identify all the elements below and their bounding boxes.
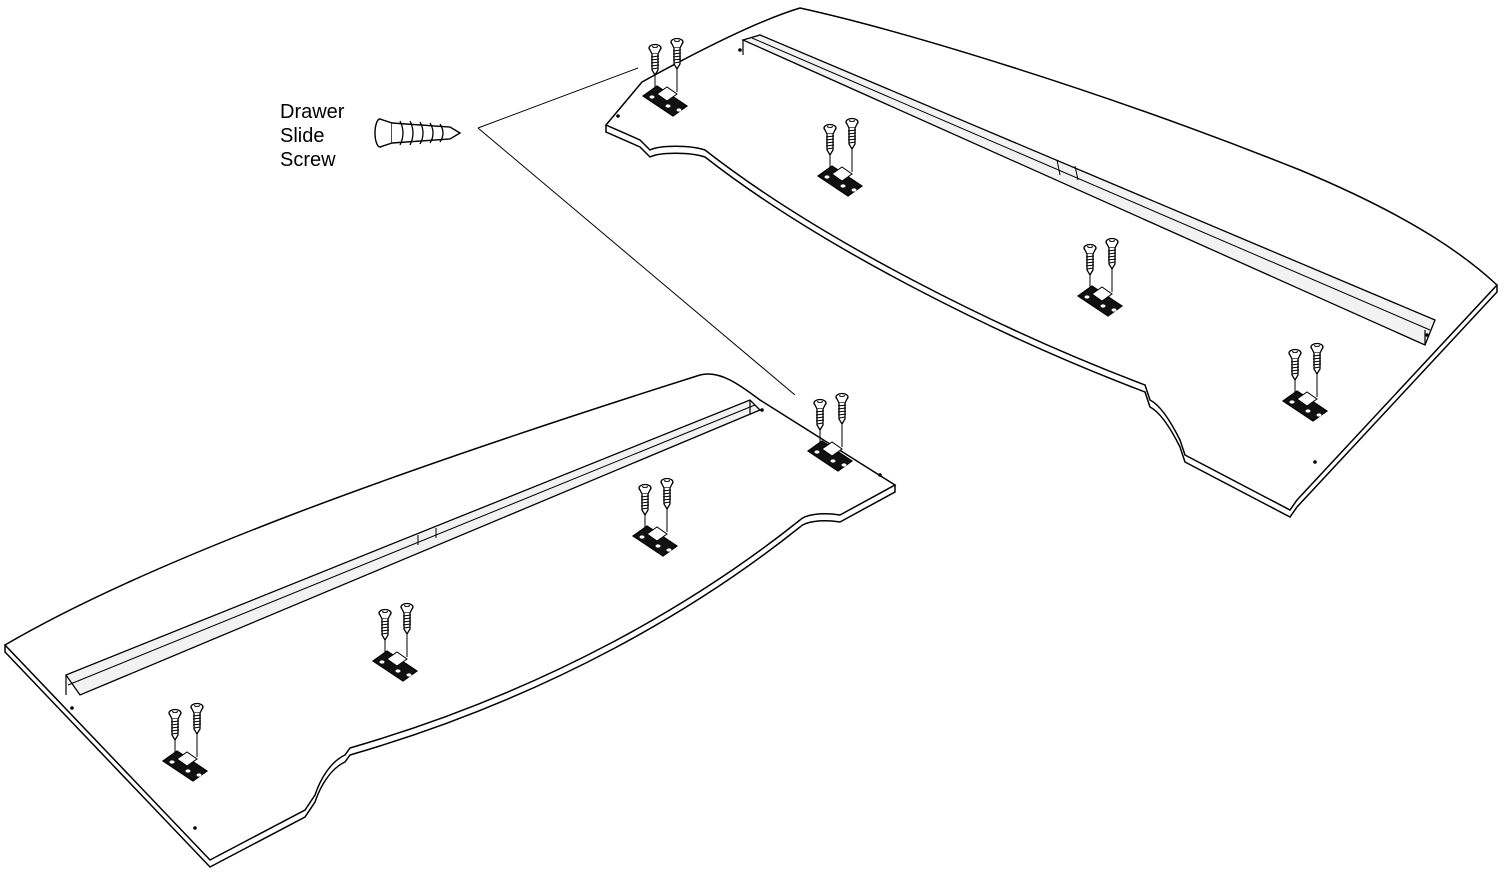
upper-panel [604, 7, 1499, 518]
callout-leader-lines [477, 67, 796, 396]
label-line-3: Screw [280, 149, 336, 171]
label-line-1: Drawer [280, 101, 345, 123]
drawer-slide-screw-label: Drawer Slide Screw [280, 100, 344, 172]
wood-screw-icon [374, 118, 462, 148]
label-line-2: Slide [280, 125, 325, 147]
lower-panel [3, 373, 897, 868]
